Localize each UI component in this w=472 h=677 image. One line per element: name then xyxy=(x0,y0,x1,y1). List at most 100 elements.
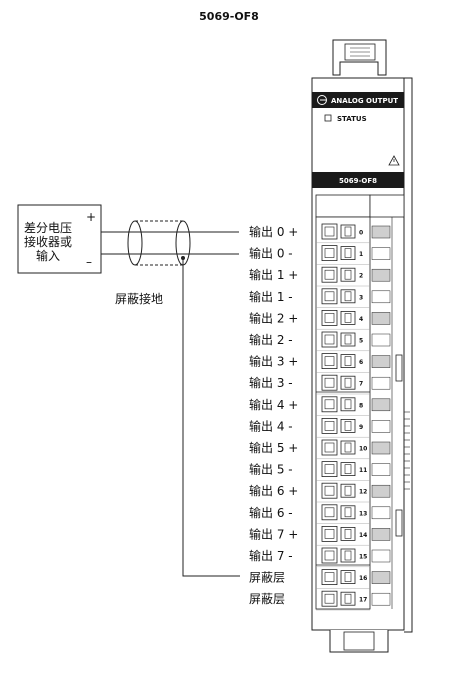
status-label: STATUS xyxy=(337,115,367,123)
release-lever-slot xyxy=(344,529,352,539)
release-lever-slot xyxy=(344,421,352,431)
release-lever-slot xyxy=(344,485,352,496)
module-segment xyxy=(371,312,391,325)
wire-entry-inner xyxy=(324,572,335,582)
terminal-row: 6 xyxy=(316,353,391,373)
shield-drain-wire xyxy=(182,258,240,577)
terminal-label: 输出 0 - xyxy=(249,246,293,261)
receiver-minus: – xyxy=(86,255,92,269)
release-lever-slot xyxy=(344,313,352,323)
module-segment xyxy=(371,420,391,433)
receiver-line-2: 接收器或 xyxy=(24,234,72,249)
module-segment xyxy=(371,398,391,412)
module-segment xyxy=(371,484,391,498)
model-label: 5069-OF8 xyxy=(339,177,377,185)
terminal-row: 7 xyxy=(316,374,391,395)
terminal-row: 12 xyxy=(316,482,391,503)
terminal-row: 10 xyxy=(316,439,391,459)
terminal-number: 10 xyxy=(359,446,367,453)
terminal-labels: 输出 0 +输出 0 -输出 1 +输出 1 -输出 2 +输出 2 -输出 3… xyxy=(249,224,298,606)
side-ribs xyxy=(404,411,410,490)
terminal-number: 0 xyxy=(359,230,363,237)
terminal-row: 3 xyxy=(316,288,391,308)
terminal-label: 输出 3 + xyxy=(249,354,298,369)
release-lever-slot xyxy=(344,572,352,582)
wire-entry-inner xyxy=(324,464,335,474)
terminal-number: 8 xyxy=(359,402,363,409)
module-segment xyxy=(371,290,391,304)
wire-entry-inner xyxy=(324,356,335,366)
wire-entry-inner xyxy=(324,529,335,539)
terminal-row: 17 xyxy=(316,590,391,611)
module-segment xyxy=(371,463,391,476)
terminal-number: 4 xyxy=(359,316,363,323)
wire-entry-inner xyxy=(324,313,335,323)
terminal-label: 输出 4 - xyxy=(249,418,293,433)
wire-entry-inner xyxy=(324,291,335,302)
module-bottom-tab xyxy=(343,631,375,651)
module-segment xyxy=(371,571,391,584)
module-header-bar xyxy=(312,92,404,108)
terminal-row: 15 xyxy=(316,547,391,567)
output-icon xyxy=(317,95,327,105)
terminal-row: 14 xyxy=(316,526,391,546)
terminal-label: 输出 6 - xyxy=(249,505,293,520)
terminal-label: 屏蔽层 xyxy=(249,592,285,606)
terminal-label: 输出 1 + xyxy=(249,267,298,282)
function-label: ANALOG OUTPUT xyxy=(331,97,398,105)
module-segment xyxy=(371,247,391,260)
warning-triangle-icon xyxy=(388,155,400,166)
release-lever-slot xyxy=(344,377,352,388)
release-lever-slot xyxy=(344,291,352,302)
receiver-device: 差分电压 接收器或 输入 + – xyxy=(17,204,102,274)
terminal-number: 7 xyxy=(359,381,363,388)
wire-entry-inner xyxy=(324,334,335,345)
terminal-number: 12 xyxy=(359,489,367,496)
release-lever-slot xyxy=(344,334,352,345)
shield-junction-dot xyxy=(181,256,185,260)
terminal-number: 13 xyxy=(359,510,367,517)
release-lever-slot xyxy=(344,248,352,258)
side-clip-upper xyxy=(395,354,403,382)
release-lever-slot xyxy=(344,269,352,280)
terminal-number: 14 xyxy=(359,532,367,539)
terminal-label: 输出 6 + xyxy=(249,483,298,498)
connector-housing-top xyxy=(315,194,371,218)
module-top-latch xyxy=(332,39,387,76)
receiver-line-3: 输入 xyxy=(36,248,60,263)
cable-shield-left xyxy=(127,220,143,266)
module-bottom-latch xyxy=(329,630,389,653)
wire-entry-inner xyxy=(324,399,335,410)
connector-housing-right xyxy=(369,194,405,218)
release-lever-slot xyxy=(344,226,352,237)
release-lever-slot xyxy=(344,442,352,453)
receiver-line-1: 差分电压 xyxy=(24,221,72,235)
wire-entry-inner xyxy=(324,421,335,431)
terminal-number: 1 xyxy=(359,251,363,258)
terminal-number: 6 xyxy=(359,359,363,366)
side-clip-lower xyxy=(395,509,403,537)
wire-entry-inner xyxy=(324,269,335,280)
terminal-row: 11 xyxy=(316,461,391,481)
release-lever-slot xyxy=(344,356,352,366)
terminal-label: 输出 4 + xyxy=(249,397,298,412)
terminal-label: 输出 5 + xyxy=(249,440,298,455)
module-segment xyxy=(371,441,391,455)
terminal-label: 输出 1 - xyxy=(249,289,293,304)
terminal-number: 17 xyxy=(359,597,367,604)
wire-entry-inner xyxy=(324,550,335,561)
module-segment xyxy=(371,376,391,390)
module-latch-grip xyxy=(344,43,376,61)
module-segment xyxy=(371,333,391,347)
terminal-row: 5 xyxy=(316,331,391,351)
module-segment xyxy=(371,506,391,520)
terminal-row: 0 xyxy=(316,223,391,244)
terminal-number: 9 xyxy=(359,424,363,431)
terminal-label: 输出 7 + xyxy=(249,526,298,541)
module-segment xyxy=(371,549,391,563)
terminal-label: 输出 7 - xyxy=(249,548,293,563)
terminal-row: 16 xyxy=(316,569,391,589)
module-segment xyxy=(371,355,391,368)
wire-entry-inner xyxy=(324,226,335,237)
